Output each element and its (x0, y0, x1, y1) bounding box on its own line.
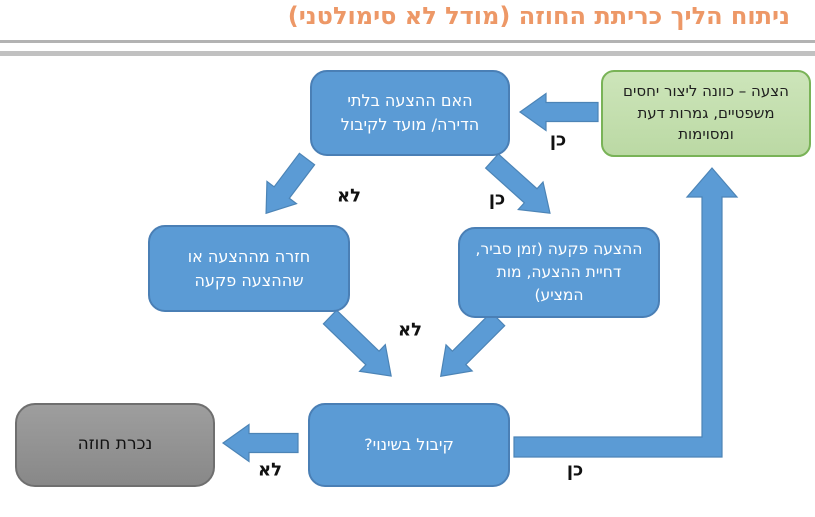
edge-label-no-acceptance-to-contract: לא (258, 459, 282, 481)
edge-label-yes-green-to-question: כן (549, 129, 567, 151)
arrow-left-acceptance-to-contract (221, 423, 299, 463)
node-irrevocable-question: האם ההצעה בלתי הדירה/ מועד לקיבול (310, 70, 510, 156)
divider-line-top (0, 40, 815, 43)
node-acceptance-modified: קיבול בשינוי? (308, 403, 510, 487)
edge-label-no-middle: לא (398, 319, 422, 341)
node-offer-lapsed: ההצעה פקעה (זמן סביר, דחיית ההצעה, מות ה… (458, 227, 660, 318)
arrow-diagonal-question-to-withdrawal (265, 152, 316, 215)
divider-line-bottom (0, 51, 815, 56)
arrow-diagonal-question-to-lapsed (484, 153, 551, 214)
node-withdrawal: חזרה מההצעה או שההצעה פקעה (148, 225, 350, 312)
arrow-left-green-to-question (518, 92, 599, 132)
arrow-diagonal-withdrawal-to-acceptance (322, 309, 392, 377)
arrow-diagonal-lapsed-to-acceptance (439, 311, 506, 378)
edge-label-yes-question-to-lapsed: כן (488, 188, 506, 210)
edge-label-yes-acceptance-to-offer: כן (566, 459, 584, 481)
edge-label-no-question-to-withdrawal: לא (337, 185, 361, 207)
node-contract-formed: נכרת חוזה (15, 403, 215, 487)
slide-title: ניתוח הליך כריתת החוזה (מודל לא סימולטני… (287, 2, 790, 30)
node-offer-definition: הצעה – כוונה ליצור יחסים משפטיים, גמרות … (601, 70, 811, 157)
